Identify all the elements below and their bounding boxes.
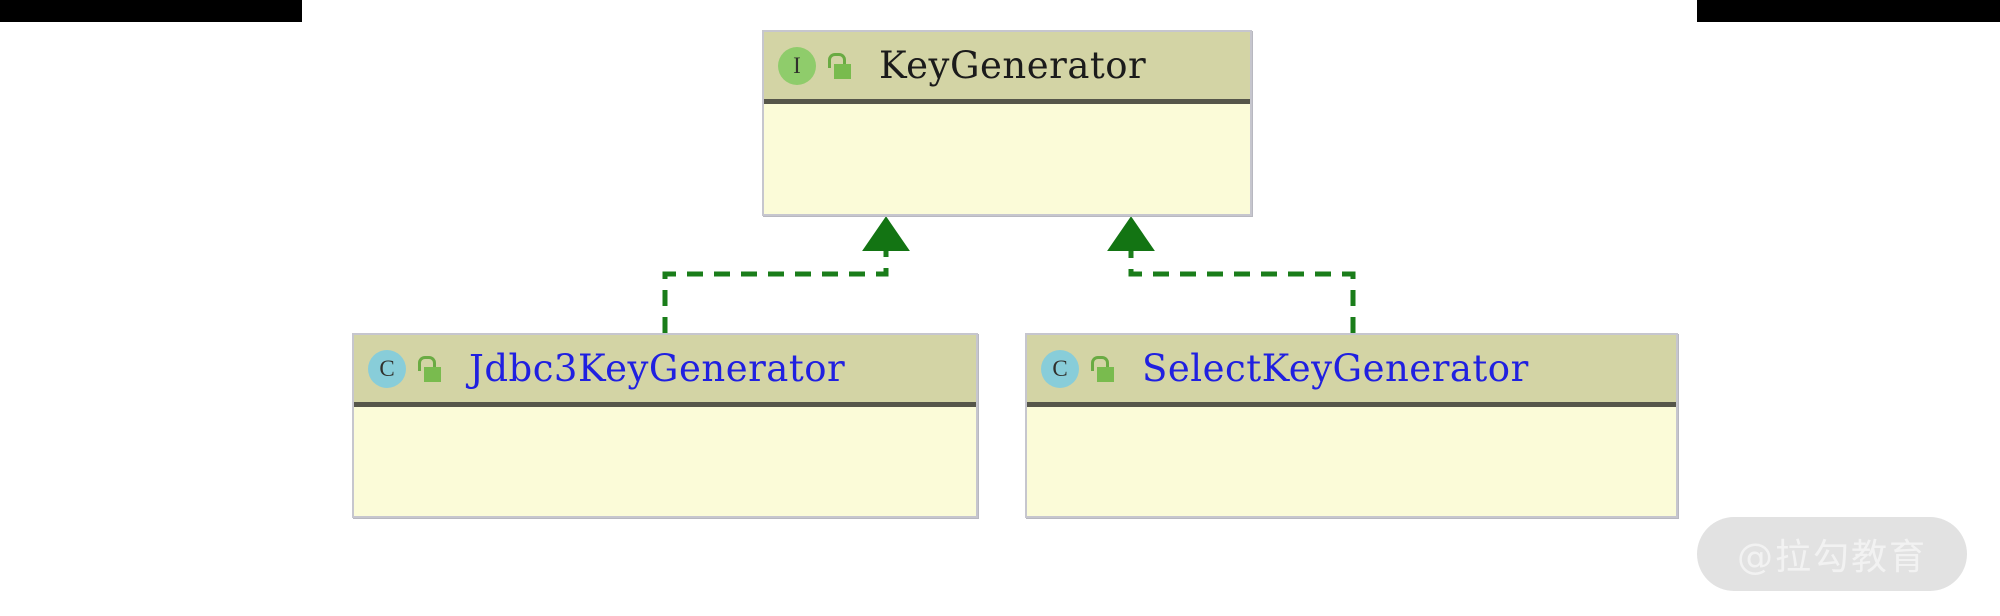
uml-node-members-compartment (354, 407, 976, 516)
uml-node-members-compartment (1027, 407, 1676, 516)
watermark-text: @拉勾教育 (1736, 537, 1927, 578)
uml-node-members-compartment (764, 104, 1250, 214)
unlock-icon (415, 354, 441, 384)
realization-arrowhead (862, 216, 910, 251)
uml-node-keygenerator[interactable]: I KeyGenerator (762, 30, 1252, 216)
unlock-icon (1088, 354, 1114, 384)
watermark: @拉勾教育 (1697, 517, 1967, 591)
uml-node-title: Jdbc3KeyGenerator (469, 347, 846, 390)
interface-badge-icon: I (778, 46, 816, 85)
uml-node-header: C Jdbc3KeyGenerator (354, 335, 976, 407)
realization-arrowhead (1107, 216, 1155, 251)
uml-node-jdbc3keygenerator[interactable]: C Jdbc3KeyGenerator (352, 333, 978, 518)
edge-selectkey-implements-keygenerator (1107, 216, 1356, 333)
top-black-bar-left (0, 0, 302, 22)
uml-node-header: C SelectKeyGenerator (1027, 335, 1676, 407)
unlock-icon (825, 51, 851, 81)
top-black-bar-right (1697, 0, 2000, 22)
class-badge-icon: C (368, 349, 406, 388)
uml-node-title: KeyGenerator (879, 44, 1147, 87)
edge-jdbc3-implements-keygenerator (662, 216, 910, 333)
uml-node-header: I KeyGenerator (764, 32, 1250, 104)
uml-node-selectkeygenerator[interactable]: C SelectKeyGenerator (1025, 333, 1678, 518)
class-badge-icon: C (1041, 349, 1079, 388)
uml-node-title: SelectKeyGenerator (1142, 347, 1529, 390)
